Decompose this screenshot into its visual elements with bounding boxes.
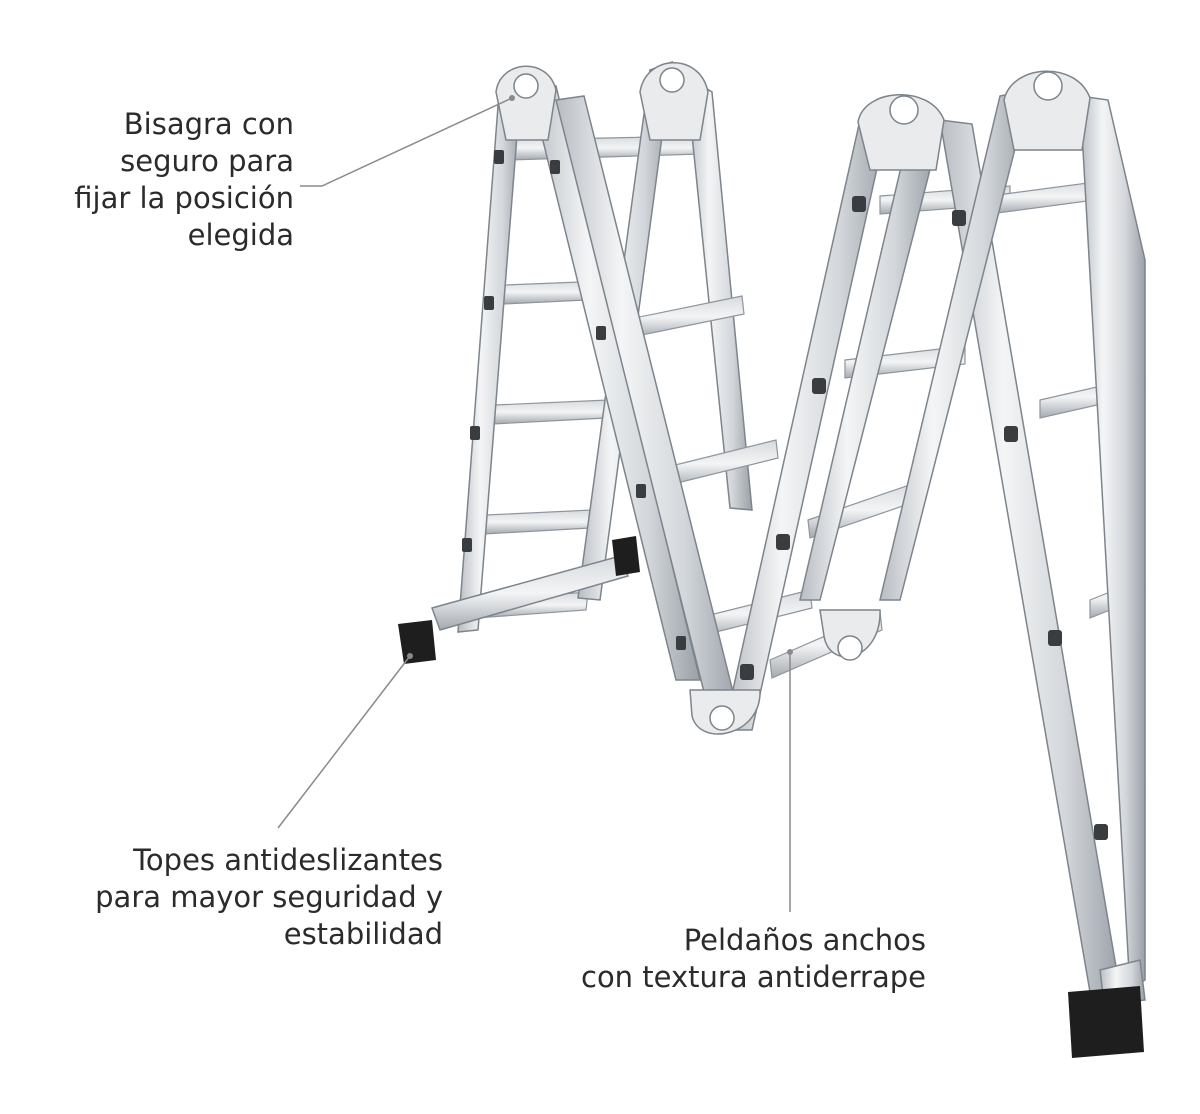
feet-leader-line (277, 655, 411, 829)
callout-hinge-line: Bisagra con (123, 107, 294, 141)
callout-hinge-line: fijar la posición (74, 181, 294, 215)
callout-hinge: Bisagra con seguro para fijar la posició… (74, 106, 294, 254)
ladder-feet (398, 536, 1146, 1058)
callout-feet-line: Topes antideslizantes (133, 843, 443, 877)
callout-hinge-line: seguro para (120, 144, 294, 178)
callout-hinge-line: elegida (187, 218, 294, 252)
hinge-leader-line (300, 97, 513, 187)
callout-steps-line: Peldaños anchos (683, 923, 926, 957)
hinge-leader-dot (509, 95, 515, 101)
callout-steps: Peldaños anchos con textura antiderrape (581, 922, 926, 996)
callout-feet-line: estabilidad (283, 917, 443, 951)
rail-slots (462, 150, 1108, 840)
ladder-rails-bcd (555, 89, 1146, 993)
hinge-a (495, 62, 709, 141)
callout-feet: Topes antideslizantes para mayor segurid… (95, 842, 443, 953)
steps-leader-dot (787, 649, 793, 655)
hinge-bottom (689, 609, 881, 735)
callout-steps-line: con textura antiderrape (581, 960, 926, 994)
callout-feet-line: para mayor seguridad y (95, 880, 443, 914)
feet-leader-dot (407, 653, 413, 659)
hinge-cd (857, 70, 1091, 171)
